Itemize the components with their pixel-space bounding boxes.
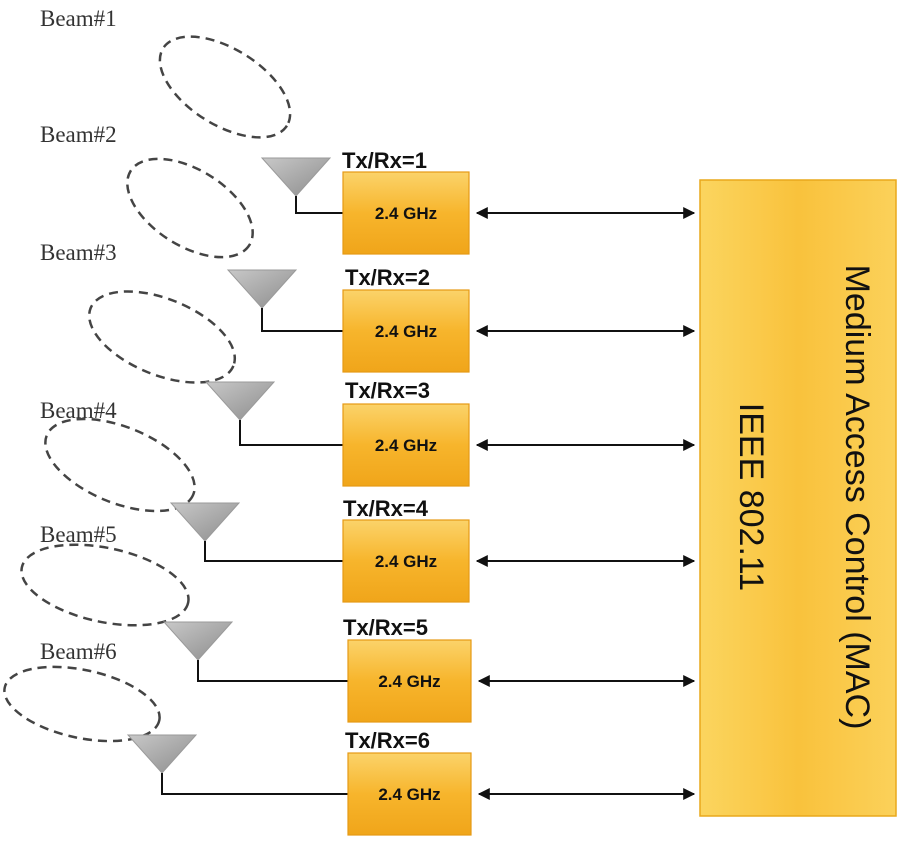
radio-frequency-label: 2.4 GHz bbox=[375, 436, 437, 455]
radio-frequency-label: 2.4 GHz bbox=[378, 672, 440, 691]
radio-box-2 bbox=[342, 289, 470, 373]
antenna-icon bbox=[169, 502, 241, 542]
antenna-feed-line bbox=[204, 541, 343, 562]
radio-chain-1: Beam#1 2.4 GHz Tx/Rx=1 bbox=[40, 6, 696, 255]
antenna-icon bbox=[226, 269, 298, 309]
antenna-feed-line bbox=[197, 660, 348, 682]
beam-pattern-6 bbox=[3, 665, 161, 743]
antenna-icon bbox=[260, 157, 332, 197]
mac-box bbox=[699, 179, 897, 817]
radio-box-5 bbox=[347, 639, 472, 723]
beam-pattern-5 bbox=[20, 543, 190, 627]
txrx-label-3: Tx/Rx=3 bbox=[345, 378, 430, 403]
beam-pattern-3 bbox=[87, 290, 237, 384]
txrx-label-1: Tx/Rx=1 bbox=[342, 148, 427, 173]
radio-box-3 bbox=[342, 403, 470, 487]
radio-box-1 bbox=[342, 171, 470, 255]
beam-pattern-4 bbox=[44, 417, 196, 513]
mac-standard: IEEE 802.11 bbox=[732, 403, 770, 591]
txrx-label-4: Tx/Rx=4 bbox=[343, 496, 429, 521]
radio-frequency-label: 2.4 GHz bbox=[375, 552, 437, 571]
radio-box-6 bbox=[347, 752, 472, 836]
beam-label-2: Beam#2 bbox=[40, 122, 117, 147]
mac-title: Medium Access Control (MAC) bbox=[838, 265, 876, 730]
beam-label-1: Beam#1 bbox=[40, 6, 117, 31]
beam-pattern-2 bbox=[126, 157, 254, 259]
mac-block: Medium Access Control (MAC) IEEE 802.11 bbox=[699, 179, 897, 817]
antenna-feed-line bbox=[295, 196, 343, 214]
beam-pattern-1 bbox=[158, 35, 292, 139]
antenna-feed-line bbox=[261, 308, 343, 332]
radio-box-4 bbox=[342, 519, 470, 603]
beam-label-3: Beam#3 bbox=[40, 240, 117, 265]
antenna-feed-line bbox=[239, 420, 343, 446]
antenna-icon bbox=[126, 734, 198, 774]
beam-label-6: Beam#6 bbox=[40, 639, 117, 664]
txrx-label-2: Tx/Rx=2 bbox=[345, 265, 430, 290]
txrx-label-6: Tx/Rx=6 bbox=[345, 728, 430, 753]
beam-label-4: Beam#4 bbox=[40, 398, 117, 423]
radio-frequency-label: 2.4 GHz bbox=[378, 785, 440, 804]
radio-frequency-label: 2.4 GHz bbox=[375, 322, 437, 341]
radio-frequency-label: 2.4 GHz bbox=[375, 204, 437, 223]
antenna-icon bbox=[162, 621, 234, 661]
txrx-label-5: Tx/Rx=5 bbox=[343, 615, 428, 640]
beam-label-5: Beam#5 bbox=[40, 522, 117, 547]
antenna-feed-line bbox=[161, 773, 348, 795]
antenna-icon bbox=[204, 381, 276, 421]
